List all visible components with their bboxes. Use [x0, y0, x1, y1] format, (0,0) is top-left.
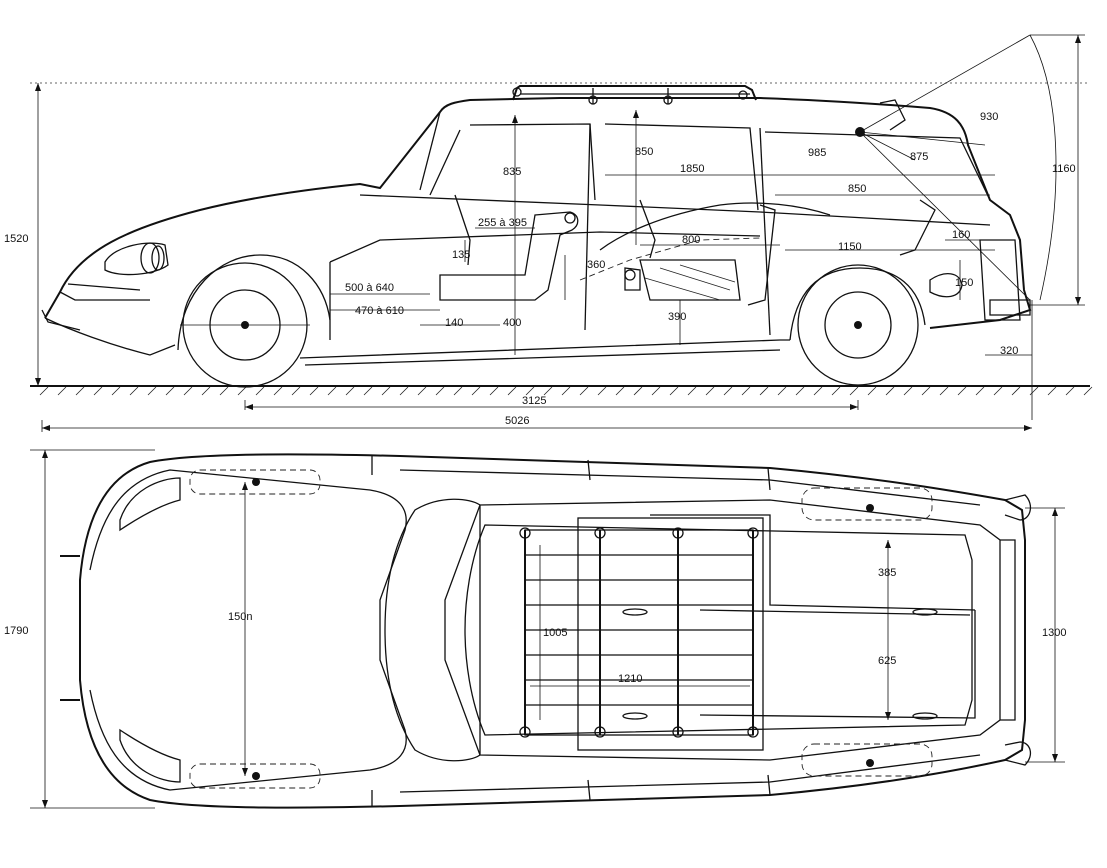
dim-floor-390: 390	[668, 311, 686, 323]
dim-tailgate-930: 930	[980, 111, 998, 123]
dim-load-1150: 1150	[838, 241, 862, 253]
dim-width-total: 1790	[4, 625, 28, 637]
dim-seat-height: 135	[452, 249, 470, 261]
dim-seat-360: 360	[587, 259, 605, 271]
dim-length-total: 5026	[505, 415, 529, 427]
dim-track-front: 150n	[228, 611, 252, 623]
dim-cargo-385: 385	[878, 567, 896, 579]
dim-seat-adjust: 255 à 395	[478, 217, 527, 229]
dim-floor-400: 400	[503, 317, 521, 329]
dim-rear-seat-to-tail: 850	[848, 183, 866, 195]
car-body-top	[60, 453, 1032, 809]
dim-seat-reach-2: 470 à 610	[355, 305, 404, 317]
top-view: 1790 150n 1005 1210 385 625 1300	[4, 449, 1066, 809]
dim-rack-length: 1005	[543, 627, 567, 639]
dim-tailgate-height: 1160	[1052, 163, 1076, 175]
car-body-side	[41, 97, 1032, 366]
rear-wheel	[789, 264, 926, 386]
side-dimension-lines	[35, 83, 1033, 432]
dim-rear-track: 1300	[1042, 627, 1066, 639]
top-dimension-labels: 1790 150n 1005 1210 385 625 1300	[4, 567, 1066, 685]
dim-floor-140: 140	[445, 317, 463, 329]
side-view: 1520 835 850 1850 850 255 à 395 135 500 …	[4, 34, 1093, 432]
ground-line	[30, 385, 1093, 396]
dim-seat-800: 800	[682, 234, 700, 246]
dim-roof-height: 835	[503, 166, 521, 178]
dim-rack-width: 1210	[618, 673, 642, 685]
dim-height-total: 1520	[4, 233, 28, 245]
dim-cargo-625: 625	[878, 655, 896, 667]
interior-side	[439, 194, 1031, 321]
dim-tailgate-875: 875	[910, 151, 928, 163]
tailgate-swing	[855, 34, 1085, 306]
dim-step-150: 150	[955, 277, 973, 289]
dim-step-160: 160	[952, 229, 970, 241]
dim-roof-rear: 850	[635, 146, 653, 158]
dim-cargo-length: 1850	[680, 163, 704, 175]
side-dimension-labels: 1520 835 850 1850 850 255 à 395 135 500 …	[4, 111, 1076, 427]
roof-rack-side	[512, 85, 757, 105]
dim-overhang-rear: 320	[1000, 345, 1018, 357]
dim-wheelbase: 3125	[522, 395, 546, 407]
dim-seat-reach-1: 500 à 640	[345, 282, 394, 294]
top-dimension-lines	[30, 449, 1065, 809]
front-wheel	[177, 254, 331, 388]
roof-rack-top	[519, 514, 976, 751]
dim-tailgate-985: 985	[808, 147, 826, 159]
